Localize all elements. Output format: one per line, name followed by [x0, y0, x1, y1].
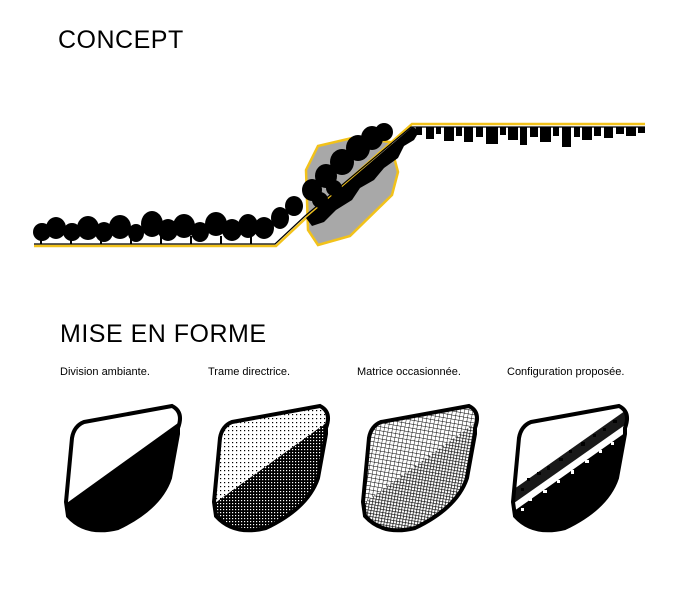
caption-configuration-proposee: Configuration proposée.	[507, 366, 625, 378]
shape-division-ambiante	[63, 403, 182, 533]
concept-title: CONCEPT	[58, 26, 184, 54]
caption-division-ambiante: Division ambiante.	[60, 366, 150, 378]
shape-configuration-proposee	[510, 403, 629, 533]
shape-trame-directrice	[211, 403, 330, 533]
shape-matrice-occasionnee	[360, 403, 479, 533]
city-silhouettes	[306, 127, 645, 226]
caption-matrice-occasionnee: Matrice occasionnée.	[357, 366, 461, 378]
mise-en-forme-title: MISE EN FORME	[60, 320, 267, 348]
concept-diagram	[33, 122, 645, 248]
tree-silhouettes	[33, 123, 393, 244]
caption-trame-directrice: Trame directrice.	[208, 366, 291, 378]
